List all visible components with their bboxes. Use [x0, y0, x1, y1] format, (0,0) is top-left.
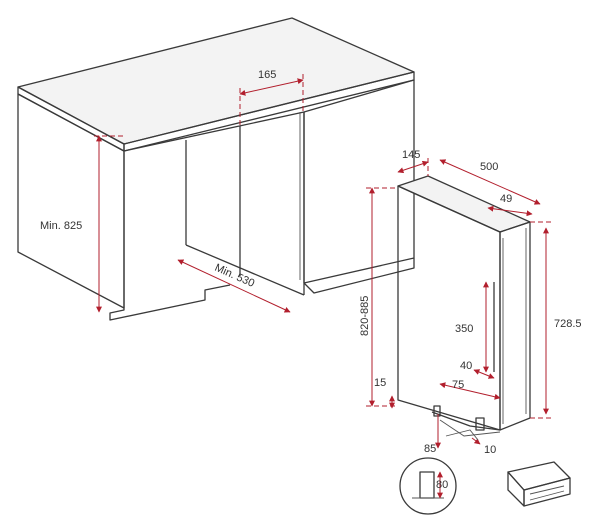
vent-grille-front — [523, 477, 571, 507]
recess-top-back — [123, 111, 305, 152]
label-door-offset: 49 — [500, 193, 512, 205]
cabinet-right-plinth — [303, 258, 415, 294]
foot-detail-foot — [419, 471, 435, 499]
label-top-depth: 145 — [402, 149, 420, 161]
label-unit-height: 728.5 — [554, 318, 582, 330]
dim-line-165 — [239, 78, 304, 96]
foot-detail: 80 — [399, 457, 457, 515]
plinth-grille — [439, 419, 501, 437]
label-handle-gap: 40 — [460, 360, 472, 372]
label-top-gap: 165 — [258, 69, 276, 81]
label-cabinet-height: Min. 825 — [40, 220, 82, 232]
foot-detail-circle — [399, 457, 457, 515]
rear-foot — [475, 417, 485, 431]
cabinet-dimensions: 165 Min. 825 Min. 530 — [40, 69, 304, 313]
label-foot-left: 85 — [424, 443, 436, 455]
vent-slot-2 — [529, 490, 565, 501]
label-unit-depth: 500 — [480, 161, 498, 173]
cabinet-left-base — [109, 151, 231, 321]
dim-line-49 — [487, 205, 533, 217]
dim-line-530 — [177, 259, 291, 313]
vent-slot-1 — [529, 485, 565, 495]
label-vent-height: 80 — [436, 479, 448, 491]
kitchen-cabinet — [17, 17, 415, 321]
wine-cooler — [397, 175, 531, 437]
label-handle-length: 350 — [455, 323, 473, 335]
recess-floor-left — [185, 244, 305, 296]
label-bottom-offset: 75 — [452, 379, 464, 391]
foot-detail-lines — [445, 429, 479, 441]
cabinet-top — [17, 17, 415, 145]
dim-line-40 — [473, 369, 495, 379]
front-foot — [433, 405, 441, 417]
dim-line-10 — [471, 437, 481, 445]
vent-grille-detail — [507, 461, 571, 507]
dim-line-145 — [397, 160, 429, 174]
label-foot-height: 15 — [374, 377, 386, 389]
label-height-range: 820-885 — [359, 296, 371, 336]
dim-line-75 — [439, 382, 501, 400]
cooler-dimensions: 145 500 49 820-885 728.5 350 40 75 15 85 — [359, 149, 582, 456]
label-foot-right: 10 — [484, 444, 496, 456]
cooler-base — [431, 411, 501, 431]
cooler-door — [499, 221, 531, 431]
vent-grille-side — [507, 471, 525, 507]
dim-line-500 — [439, 159, 541, 205]
